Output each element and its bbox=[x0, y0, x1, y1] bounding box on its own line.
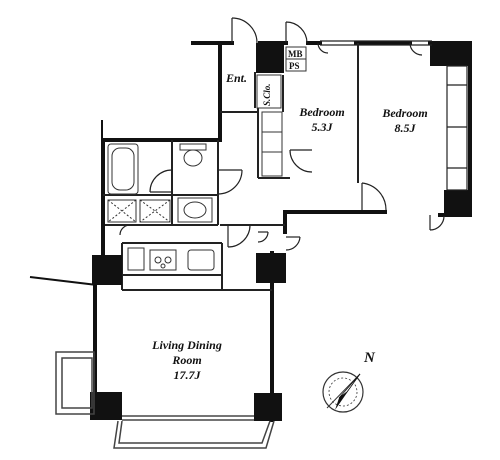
balconies bbox=[55, 351, 275, 449]
structural-columns bbox=[90, 43, 470, 421]
interior-walls bbox=[103, 43, 359, 291]
bathtub bbox=[107, 143, 139, 195]
label-pipe-space: PS bbox=[289, 61, 300, 71]
label-entrance: Ent. bbox=[225, 71, 247, 85]
stove bbox=[149, 249, 177, 271]
label-shoe-closet: S.Clo. bbox=[262, 83, 272, 106]
toilet-bowl bbox=[183, 149, 203, 167]
compass-rose: N bbox=[322, 350, 376, 413]
label-meter-box: MB bbox=[288, 49, 303, 59]
label-living-line1: Living Dining bbox=[151, 338, 222, 352]
refrigerator bbox=[127, 247, 145, 271]
windows bbox=[122, 40, 468, 421]
label-bedroom-large-size: 8.5J bbox=[395, 121, 417, 135]
fixtures bbox=[107, 46, 307, 271]
label-living-line2: Room bbox=[171, 353, 201, 367]
compass-north-label: N bbox=[363, 350, 376, 366]
wash-basin bbox=[177, 197, 213, 223]
label-bedroom-large: Bedroom bbox=[381, 106, 427, 120]
toilet-tank bbox=[179, 143, 207, 151]
doors bbox=[119, 17, 445, 251]
label-living-size: 17.7J bbox=[174, 368, 202, 382]
label-bedroom-small: Bedroom bbox=[298, 105, 344, 119]
room-labels: Ent. S.Clo. MB PS Bedroom 5.3J Bedroom 8… bbox=[151, 49, 428, 382]
label-bedroom-small-size: 5.3J bbox=[312, 120, 334, 134]
kitchen-sink bbox=[187, 249, 215, 271]
